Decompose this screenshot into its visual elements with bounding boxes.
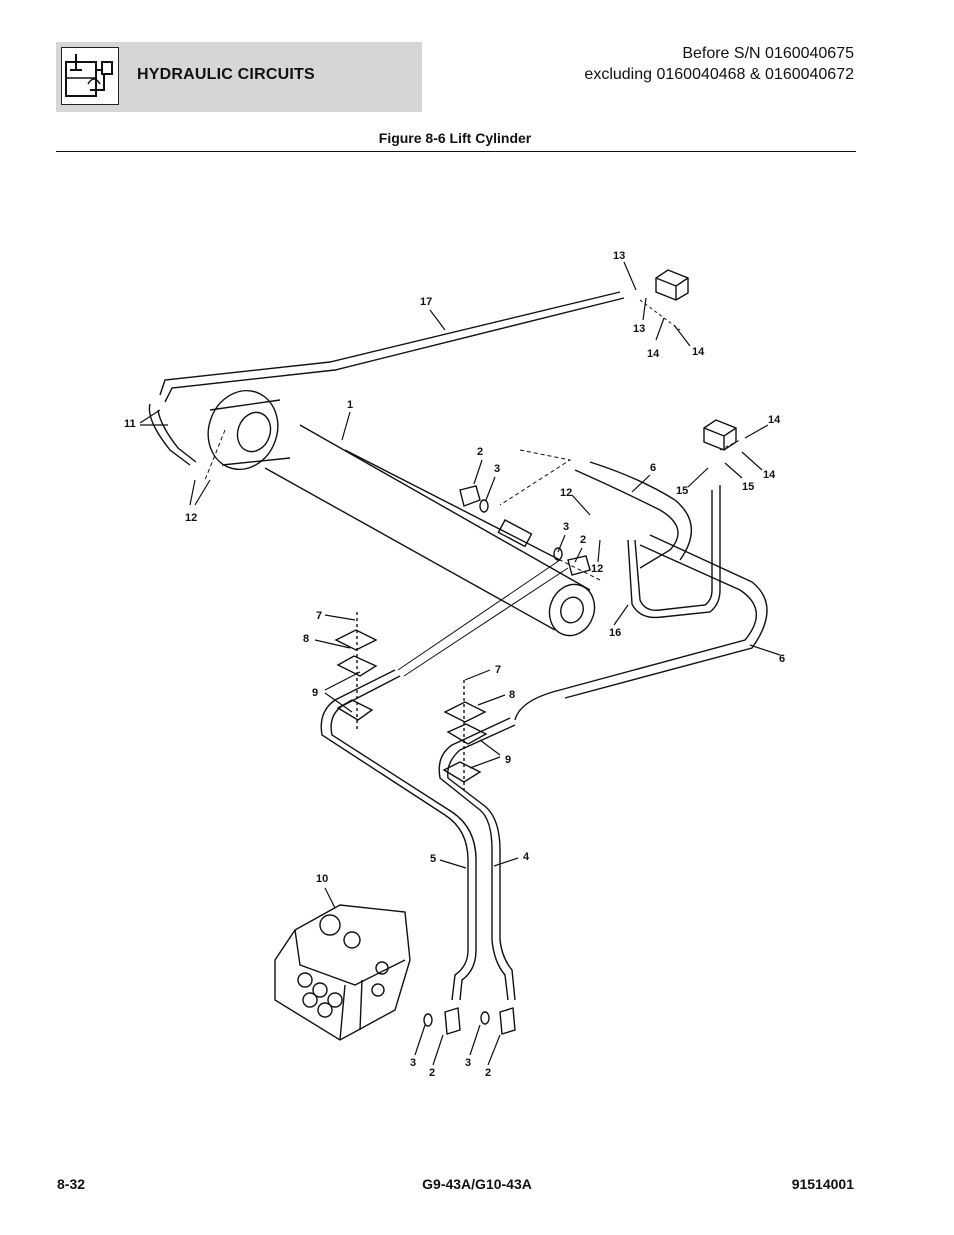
callout-3-upper: 3 xyxy=(494,463,500,475)
callout-12-left: 12 xyxy=(185,512,197,524)
tube-17-outer xyxy=(164,297,625,403)
clamp-left xyxy=(334,612,378,730)
cylinder-front-end xyxy=(548,583,596,637)
callout-13-bottom: 13 xyxy=(633,323,645,335)
callout-14-lower: 14 xyxy=(763,469,776,481)
document-number: 91514001 xyxy=(791,1176,854,1192)
tube-17 xyxy=(159,291,621,396)
callout-8-left: 8 xyxy=(303,633,309,645)
callout-4: 4 xyxy=(523,851,530,863)
block-top xyxy=(655,269,689,301)
block-right xyxy=(703,419,737,451)
callout-6-lower: 6 xyxy=(779,653,785,665)
callout-11: 11 xyxy=(124,418,136,430)
callout-14-right: 14 xyxy=(692,346,705,358)
callout-17: 17 xyxy=(420,296,432,308)
callout-12-right: 12 xyxy=(591,563,603,575)
callout-1: 1 xyxy=(347,399,353,411)
callout-2-middle: 2 xyxy=(580,534,586,546)
callout-6-upper: 6 xyxy=(650,462,656,474)
callout-14-left: 14 xyxy=(647,348,660,360)
callout-10: 10 xyxy=(316,873,328,885)
callout-15-right: 15 xyxy=(742,481,754,493)
tube-5 xyxy=(320,669,469,1001)
callout-7-left: 7 xyxy=(316,610,322,622)
callout-7-middle: 7 xyxy=(495,664,501,676)
callout-3-bottom-left: 3 xyxy=(410,1057,416,1069)
tube-4 xyxy=(438,717,511,1001)
callout-3-middle: 3 xyxy=(563,521,569,533)
model-number: G9-43A/G10-43A xyxy=(422,1176,532,1192)
figure-title: Figure 8-6 Lift Cylinder xyxy=(378,130,532,146)
callout-15-left: 15 xyxy=(676,485,688,497)
hydraulic-circuit-icon xyxy=(61,47,119,105)
clamp-middle xyxy=(442,680,488,790)
callout-2-bottom-right: 2 xyxy=(485,1067,491,1079)
callout-14-upper: 14 xyxy=(768,414,781,426)
callout-9-middle: 9 xyxy=(505,754,511,766)
cylinder-rear-cap xyxy=(207,389,279,471)
callout-2-upper: 2 xyxy=(477,446,483,458)
serial-line-2: excluding 0160040468 & 0160040672 xyxy=(584,66,854,83)
serial-line-1: Before S/N 0160040675 xyxy=(682,45,854,62)
tube-6 xyxy=(574,469,679,569)
callout-13-top: 13 xyxy=(613,250,625,262)
tube-16 xyxy=(634,490,713,611)
callout-8-middle: 8 xyxy=(509,689,515,701)
callout-12-middle: 12 xyxy=(560,487,572,499)
callout-16: 16 xyxy=(609,627,621,639)
serial-applicability: Before S/N 0160040675 excluding 01600404… xyxy=(584,43,854,85)
control-valve xyxy=(274,904,411,1041)
callout-3-bottom-right: 3 xyxy=(465,1057,471,1069)
callout-5: 5 xyxy=(430,853,436,865)
header-divider xyxy=(56,151,856,152)
cylinder-body xyxy=(264,424,591,631)
callout-2-bottom-left: 2 xyxy=(429,1067,435,1079)
section-title: HYDRAULIC CIRCUITS xyxy=(137,66,315,83)
callout-9-left: 9 xyxy=(312,687,318,699)
page-number: 8-32 xyxy=(57,1176,86,1192)
